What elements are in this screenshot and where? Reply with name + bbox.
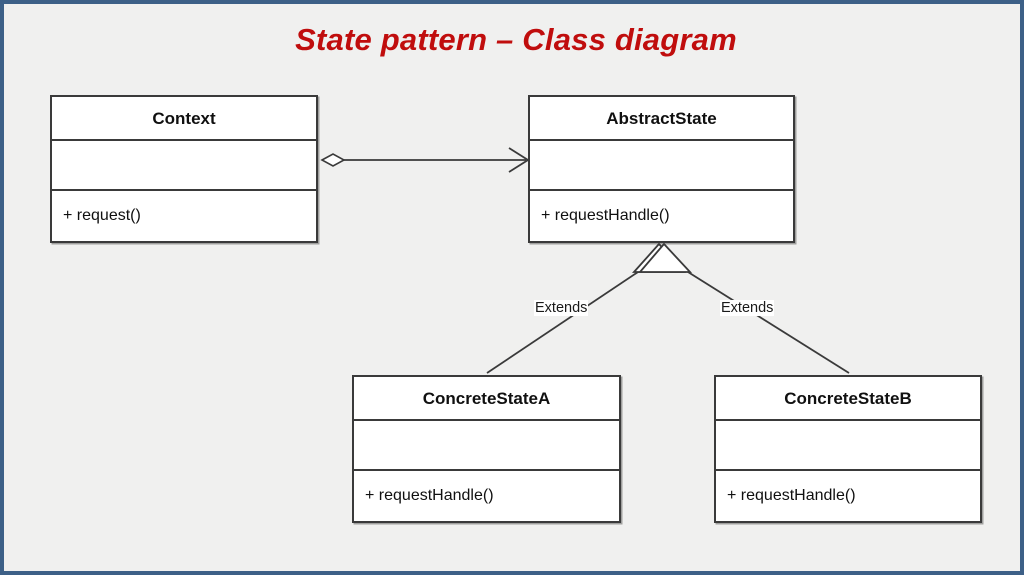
uml-class-name-concretestateb: ConcreteStateB bbox=[716, 377, 980, 421]
generalization-line-b bbox=[687, 271, 850, 374]
generalization-line-a bbox=[486, 271, 639, 374]
uml-class-concretestatea[interactable]: ConcreteStateA + requestHandle() bbox=[352, 375, 621, 523]
page-title: State pattern – Class diagram bbox=[295, 22, 737, 57]
edge-label-extends-b: Extends bbox=[720, 300, 775, 316]
uml-class-abstractstate[interactable]: AbstractState + requestHandle() bbox=[528, 95, 795, 243]
connector-layer bbox=[320, 147, 850, 374]
uml-class-concretestateb[interactable]: ConcreteStateB + requestHandle() bbox=[714, 375, 982, 523]
aggregation-context-abstractstate bbox=[320, 147, 530, 173]
uml-class-name-context: Context bbox=[52, 97, 316, 141]
uml-operation-abstractstate: + requestHandle() bbox=[541, 207, 670, 224]
hollow-diamond-icon bbox=[320, 153, 346, 167]
uml-operation-context: + request() bbox=[63, 207, 141, 224]
edge-label-extends-a: Extends bbox=[534, 300, 589, 316]
uml-attributes-abstractstate bbox=[530, 141, 793, 191]
uml-attributes-context bbox=[52, 141, 316, 191]
uml-attributes-concretestatea bbox=[354, 421, 619, 471]
hollow-triangle-icon-b bbox=[638, 242, 693, 273]
uml-operation-concretestatea: + requestHandle() bbox=[365, 487, 494, 504]
uml-class-name-abstractstate: AbstractState bbox=[530, 97, 793, 141]
generalization-concreteb-abstractstate bbox=[638, 242, 850, 374]
uml-attributes-concretestateb bbox=[716, 421, 980, 471]
uml-operation-concretestateb: + requestHandle() bbox=[727, 487, 856, 504]
uml-class-name-concretestatea: ConcreteStateA bbox=[354, 377, 619, 421]
uml-class-context[interactable]: Context + request() bbox=[50, 95, 318, 243]
